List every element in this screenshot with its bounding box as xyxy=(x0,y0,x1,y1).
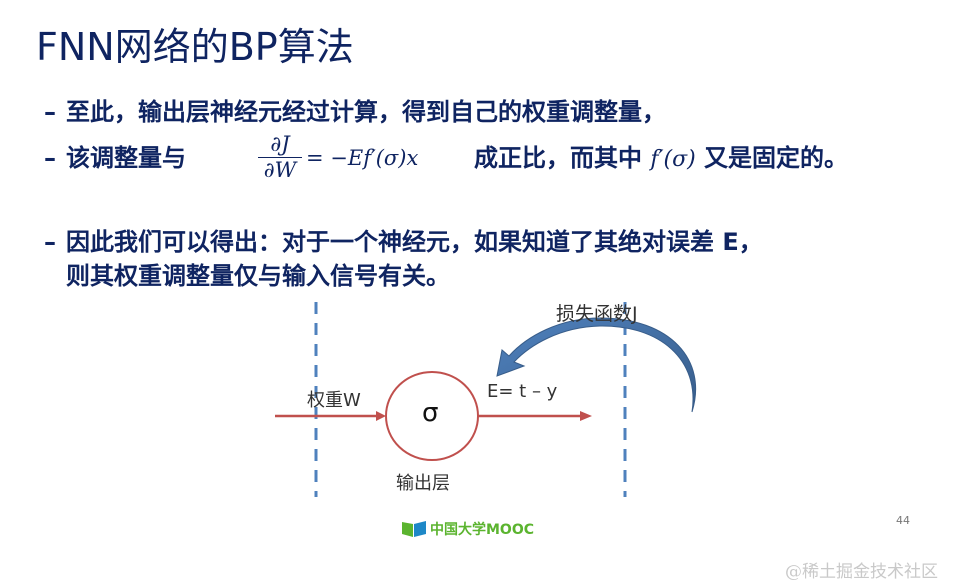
formula-fraction: ∂J ∂W xyxy=(258,132,302,182)
bullet-3-line-1: 因此我们可以得出：对于一个神经元，如果知道了其绝对误差 E， xyxy=(66,228,763,256)
bullet-3-line-2: 则其权重调整量仅与输入信号有关。 xyxy=(66,262,450,290)
input-arrow-head xyxy=(376,411,386,421)
bullet-2-text-end: 又是固定的。 xyxy=(704,144,849,172)
formula-rhs: = −Ef′(σ)x xyxy=(306,146,419,170)
inline-math: f′(σ) xyxy=(650,147,696,172)
page-number: 44 xyxy=(896,514,910,527)
watermark: @稀土掘金技术社区 xyxy=(785,562,938,582)
bullet-2-text-after: 成正比，而其中 xyxy=(474,144,642,172)
bullet-dash: – xyxy=(44,228,56,256)
formula-denominator: ∂W xyxy=(263,158,297,182)
formula-numerator: ∂J xyxy=(258,132,302,158)
output-arrow-head xyxy=(580,411,592,421)
slide-title: FNN网络的BP算法 xyxy=(36,25,354,69)
bullet-3-line-2-wrap: 则其权重调整量仅与输入信号有关。 xyxy=(66,256,450,291)
neuron-symbol: σ xyxy=(422,398,439,428)
bullet-2-continuation: 成正比，而其中 f′(σ) 又是固定的。 xyxy=(474,138,848,173)
bullet-3: –因此我们可以得出：对于一个神经元，如果知道了其绝对误差 E， xyxy=(44,222,763,257)
output-layer-label: 输出层 xyxy=(396,473,450,494)
bullet-dash: – xyxy=(44,144,56,172)
mooc-logo-text: 中国大学MOOC xyxy=(430,522,535,538)
bullet-dash: – xyxy=(44,98,56,126)
input-weight-label: 权重W xyxy=(307,390,361,411)
curved-arrow-icon xyxy=(496,317,697,413)
loss-function-label: 损失函数J xyxy=(556,303,638,325)
bullet-2-text-before: 该调整量与 xyxy=(66,144,186,172)
bullet-2: –该调整量与 xyxy=(44,138,186,173)
bullet-1: –至此，输出层神经元经过计算，得到自己的权重调整量， xyxy=(44,92,666,127)
mooc-logo: 中国大学MOOC xyxy=(402,519,534,539)
book-logo-icon xyxy=(402,521,426,537)
error-label: E= t – y xyxy=(487,381,558,402)
bullet-1-text: 至此，输出层神经元经过计算，得到自己的权重调整量， xyxy=(66,98,666,126)
